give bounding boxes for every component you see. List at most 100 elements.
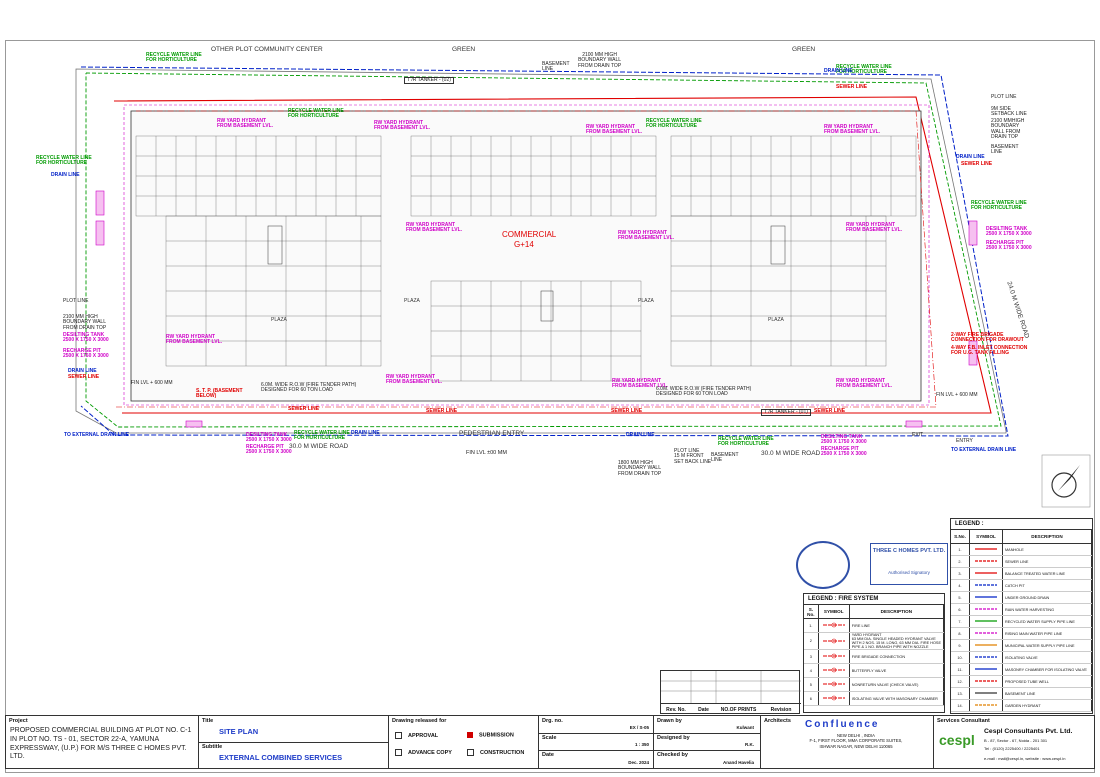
legend-utility-desc: MASONRY CHAMBER FOR ISOLATING VALVE [1002,663,1092,676]
consultant-web: e-mail : mail@cespl.in, website : www.ce… [984,756,1066,761]
checkbox-advance[interactable] [395,749,402,756]
legend-fire-symbol-icon [818,677,850,692]
architects-cell: Architects Confluence NEW DELHI , INDIA … [761,716,934,768]
consultant-cell: Services Consultant cespl Cespl Consulta… [934,716,1094,768]
opt-advance[interactable]: ADVANCE COPY [395,749,452,756]
road-bottom-left-label: 30.0 M WIDE ROAD [289,443,349,450]
recharge-label-left: RECHARGE PIT 2500 X 1750 X 3000 [63,348,109,360]
legend-utility-header-desc: DESCRIPTION [1002,530,1092,544]
legend-utility-row: 9.MUNICIPAL WATER SUPPLY PIPE LINE [951,639,1092,652]
front-setback-label: PLOT LINE 15 M FRONT SET BACK LINE [674,448,712,465]
consultant-name: Cespl Consultants Pvt. Ltd. [984,728,1073,735]
opt-submission[interactable]: SUBMISSION [467,732,514,738]
hydrant-label-2: RW YARD HYDRANT FROM BASEMENT LVL. [374,120,431,132]
legend-fire-no: 6 [804,691,819,706]
legend-utility-no: 11. [951,663,970,676]
exit-label: EXIT [912,432,924,438]
legend-fire-desc: BUTTERFLY VALVE [849,663,945,678]
entry-label: ENTRY [956,438,973,444]
plaza-label-1: PLAZA [404,298,420,304]
opt-construction[interactable]: CONSTRUCTION [467,749,524,756]
legend-utility-desc: RISING MAIN WATER PIPE LINE [1002,627,1092,640]
release-caption: Drawing released for [392,718,447,724]
project-cell: Project PROPOSED COMMERCIAL BUILDING AT … [6,716,199,768]
recycle-label-left: RECYCLE WATER LINE FOR HORTICULTURE [36,155,92,167]
opt-approval-label: APPROVAL [408,732,439,739]
drain-external-left: TO EXTERNAL DRAIN LINE [64,432,130,438]
basement-line-top-label: BASEMENT LINE [542,61,570,73]
plot-boundary [75,68,1007,434]
legend-utility-no: 2. [951,555,970,568]
sewer-label-bottom-1: SEWER LINE [288,406,320,412]
legend-utility-no: 3. [951,567,970,580]
legend-utility-desc: BALANCE TREATED WATER LINE [1002,567,1092,580]
legend-utility-no: 12. [951,675,970,688]
drain-external-right: TO EXTERNAL DRAIN LINE [951,447,1017,453]
legend-utility-symbol-icon [969,555,1003,568]
building-footprint [130,110,922,402]
legend-utility-header-symbol: SYMBOL [969,530,1003,544]
legend-utility-title: LEGEND : [951,519,1092,530]
legend-fire-header-no: S. No. [804,605,819,619]
recycle-label-bottom-2: RECYCLE WATER LINE FOR HORTICULTURE [718,436,774,448]
legend-utility-desc: SEWER LINE [1002,555,1092,568]
drawing-sheet: OTHER PLOT COMMUNITY CENTER GREEN GREEN … [5,40,1095,773]
staircases [267,225,786,322]
legend-fire: LEGEND : FIRE SYSTEM S. No. SYMBOL DESCR… [803,593,945,713]
checkbox-approval[interactable] [395,732,402,739]
legend-utility-row: 6.RAIN WATER HARVESTING [951,603,1092,616]
drain-label-left-2: DRAIN LINE [68,368,97,374]
consultant-caption: Services Consultant [937,718,990,724]
legend-fire-no: 4 [804,663,819,678]
architect-seal [796,541,850,589]
fin-lvl-right-label: FIN LVL + 600 MM [936,392,978,398]
legend-utility-row: 7.RECYCLED WATER SUPPLY PIPE LINE [951,615,1092,628]
people-cell: Drawn by Kulwant Designed by R.K. Checke… [654,716,761,768]
legend-utility-no: 13. [951,687,970,700]
recycle-label-b: RECYCLE WATER LINE FOR HORTICULTURE [836,64,892,76]
architects-caption: Architects [764,718,791,724]
rainwater-pits [95,190,978,428]
building-name: COMMERCIAL [502,230,557,239]
recharge-label-right: RECHARGE PIT 2500 X 1750 X 3000 [986,240,1032,252]
recycle-label-a: RECYCLE WATER LINE FOR HORTICULTURE [288,108,344,120]
plaza-label-3: PLAZA [271,317,287,323]
pedestrian-entry-label: PEDESTRIAN ENTRY [459,430,525,437]
fire-brigade-label: 2-WAY FIRE BRIGADE CONNECTION FOR DRAWOU… [951,332,1024,344]
recycle-water-line [85,72,1002,428]
boundary-wall-top-label: 2100 MM HIGH BOUNDARY WALL FROM DRAIN TO… [578,52,622,69]
checked-by: Anand Havelia [722,760,754,765]
opt-approval[interactable]: APPROVAL [395,732,438,739]
rev-date-header: Date [698,706,709,713]
legend-utility-no: 6. [951,603,970,616]
designed-by: R.K. [745,742,754,747]
legend-utility-symbol-icon [969,699,1003,712]
checkbox-construction[interactable] [467,749,474,756]
scale-caption: Scale [542,735,557,741]
fire-line [116,110,937,408]
title-block: Project PROPOSED COMMERCIAL BUILDING AT … [5,715,1095,769]
hydrant-label-11: RW YARD HYDRANT FROM BASEMENT LVL. [836,378,893,390]
legend-utility-symbol-icon [969,591,1003,604]
legend-utility-symbol-icon [969,543,1003,556]
architect-name: Confluence [805,719,880,730]
checkbox-submission[interactable] [467,732,473,738]
legend-utility-row: 11. MASONRY CHAMBER FOR ISOLATING VALVE [951,663,1092,676]
legend-fire-title: LEGEND : FIRE SYSTEM [804,594,944,605]
drain-label-top: DRAIN LINE [824,68,853,74]
scale-value: 1 : 350 [634,742,649,747]
legend-fire-symbol-icon [818,632,850,650]
recycle-label-c: RECYCLE WATER LINE FOR HORTICULTURE [646,118,702,130]
legend-utility-header-no: S.No. [951,530,970,544]
legend-utility-desc: GARDEN HYDRANT [1002,699,1092,712]
checked-by-caption: Checked by [657,752,688,758]
stp-label: S. T. P. (BASEMENT BELOW) [196,388,243,400]
plot-line-right-label: PLOT LINE [991,94,1017,100]
release-cell: Drawing released for APPROVAL SUBMISSION… [389,716,539,768]
fb-inlet-label: 4-WAY F.B. INLET CONNECTION FOR U.G. TAN… [951,345,1028,357]
rev-prints-header: NO.OF PRINTS [720,706,757,713]
hydrant-label-7: RW YARD HYDRANT FROM BASEMENT LVL. [846,222,903,234]
drawn-by-caption: Drawn by [657,718,682,724]
opt-submission-label: SUBMISSION [479,732,514,739]
